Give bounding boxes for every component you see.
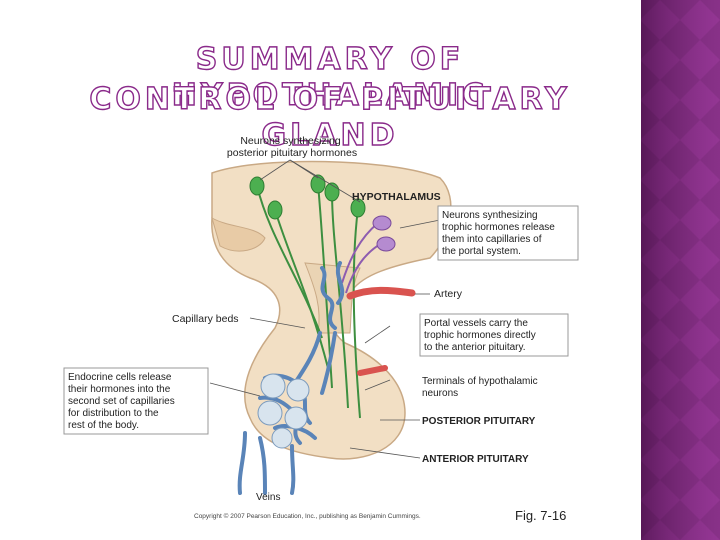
slide-title-line-1: SUMMARY OF HYPOTHALAMIC: [171, 41, 489, 113]
label-veins: Veins: [256, 492, 280, 503]
artery: [346, 286, 416, 300]
pituitary-stalk: [304, 262, 361, 334]
label-endocrine-cells: Endocrine cells release their hormones i…: [68, 372, 178, 431]
artery-lower: [357, 365, 388, 376]
label-portal-vessels: Portal vessels carry the trophic hormone…: [424, 318, 539, 353]
copyright-note: Copyright © 2007 Pearson Education, Inc.…: [194, 512, 421, 520]
slide-title-line-2: CONTROL OF PITUITARY GLAND: [89, 81, 571, 153]
label-hypothalamus: HYPOTHALAMUS: [352, 191, 441, 203]
neuron-cell-bodies: [249, 174, 366, 220]
trophic-cell-bodies: [372, 215, 396, 252]
figure-number: Fig. 7-16: [515, 508, 566, 523]
label-artery: Artery: [434, 288, 463, 300]
pituitary-diagram: Neurons synthesizing posterior pituitary…: [63, 135, 579, 523]
label-neurons-trophic: Neurons synthesizing trophic hormones re…: [442, 210, 558, 257]
box-endocrine-cells: [63, 367, 209, 435]
label-anterior-pituitary: ANTERIOR PITUITARY: [422, 454, 529, 465]
leader-lines: [209, 159, 441, 459]
label-neurons-posterior: Neurons synthesizing posterior pituitary…: [227, 135, 357, 159]
box-portal-vessels: [419, 313, 569, 357]
label-capillary-beds: Capillary beds: [172, 313, 239, 325]
box-neurons-trophic: [437, 205, 579, 261]
optic-fold: [211, 216, 266, 252]
label-posterior-pituitary: POSTERIOR PITUITARY: [422, 416, 536, 427]
label-terminals: Terminals of hypothalamic neurons: [422, 376, 540, 399]
endocrine-cell-clusters: [257, 373, 310, 449]
